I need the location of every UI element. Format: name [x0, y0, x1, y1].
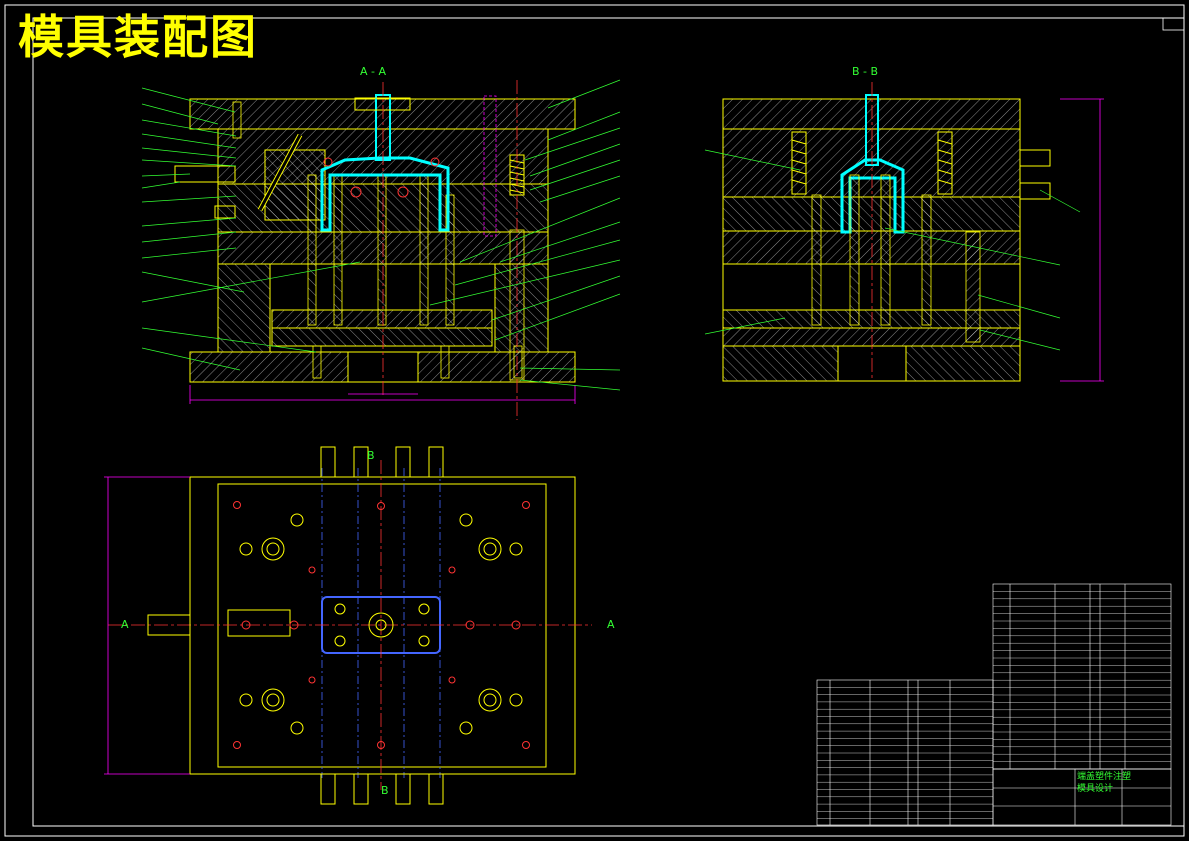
section-bb-leaders: [704, 149, 1081, 351]
cut-line-a-right: A: [607, 618, 615, 631]
section-bb-label: B - B: [852, 65, 879, 78]
drawing-title: 模具装配图: [18, 10, 258, 64]
inner-frame: [32, 17, 1185, 827]
title-block-name-1: 端盖塑件注塑: [1077, 772, 1132, 782]
title-block-name-2: 模具设计: [1077, 784, 1114, 794]
parts-list-rows: [817, 591, 1171, 819]
section-bb-view: [722, 82, 1104, 382]
plan-view: [104, 446, 592, 805]
cut-line-b-top: B: [367, 449, 375, 462]
section-aa-label: A - A: [360, 65, 387, 78]
cut-line-b-bottom: B: [381, 784, 389, 797]
parts-list-table: [816, 583, 1172, 826]
section-aa-view: [174, 80, 576, 420]
corner-box: [1162, 17, 1185, 31]
section-aa-leaders-right: [429, 79, 621, 391]
cut-line-a-left: A: [121, 618, 129, 631]
section-aa-leaders-left: [141, 87, 361, 371]
